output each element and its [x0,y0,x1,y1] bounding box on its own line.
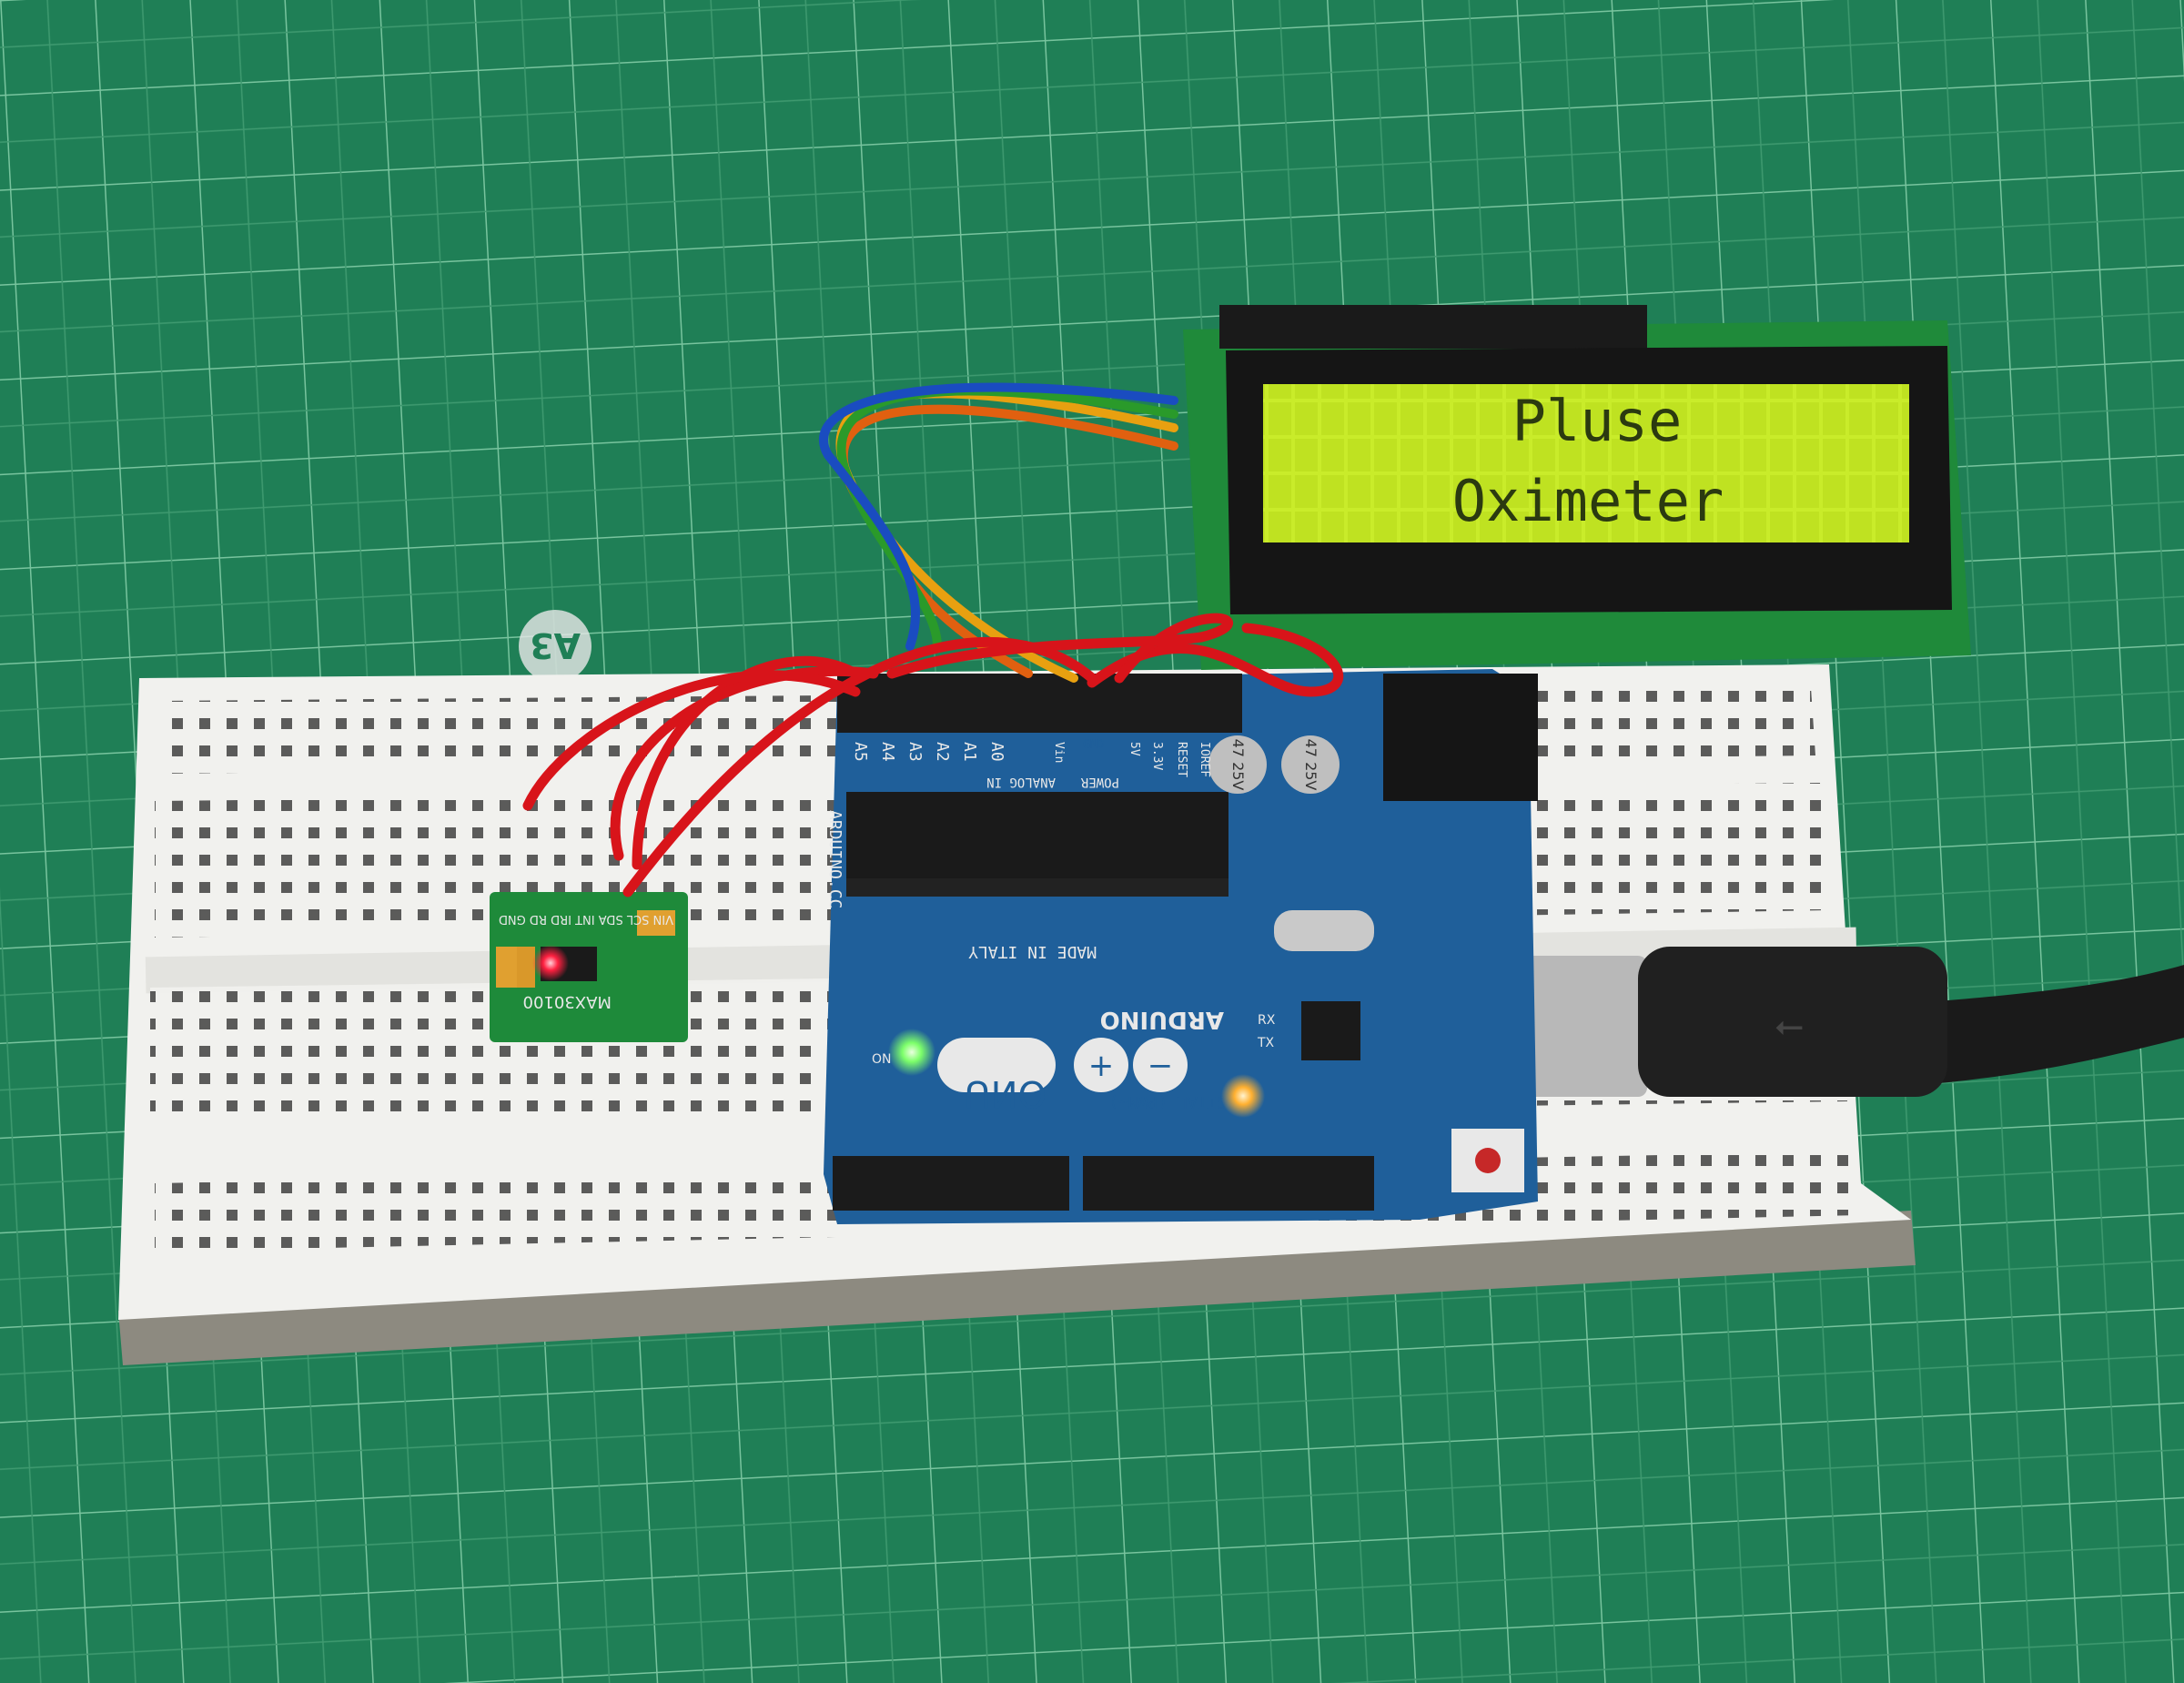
atmega-chip [846,792,1228,883]
svg-text:+: + [1088,1048,1115,1084]
mat-label: A3 [530,625,581,665]
arduino-uno-board: 47 25V 47 25V ARDUINO UNO + − MADE IN IT… [824,669,1538,1224]
sensor-red-led [532,945,569,981]
red-wire [622,636,1097,897]
dc-jack [1383,674,1538,801]
capacitor [1281,735,1340,794]
arduino-infinity-logo: + − [1074,1038,1188,1092]
lcd-line-1: Pluse [1512,388,1683,454]
capacitor-label: 47 25V [1229,739,1247,791]
capacitor-label: 47 25V [1302,739,1320,791]
pin-label-a2: A2 [933,742,952,762]
pin-label-ioref: IOREF [1198,742,1211,777]
pin-label-a4: A4 [878,742,897,762]
usb-icon: ⭠ [1774,1005,1804,1047]
lcd-line-2: Oximeter [1452,468,1724,534]
sensor-pin-labels: VIN SCL SDA INT IRD RD GND [499,912,673,926]
sensor-model-label: MAX30100 [523,992,612,1011]
arduino-model: UNO [964,1072,1046,1114]
tx-label: TX [1257,1036,1275,1050]
pin-label-a0: A0 [987,742,1006,762]
pin-label-gnd: GND [1083,738,1105,752]
pin-label-a5: A5 [851,742,870,762]
crystal-oscillator [1274,910,1374,951]
arduino-brand: ARDUINO [1100,1006,1224,1033]
power-led-on [888,1029,935,1076]
usb-plug [1638,947,1947,1097]
pin-label-vin: Vin [1052,742,1066,763]
mat-corner-mark: A3 [519,610,592,683]
capacitor [1208,735,1267,794]
jumper-wires [522,382,1344,897]
lcd-16x2-module: Pluse Oximeter [1183,305,1971,670]
power-label: POWER [1080,775,1119,789]
analog-label: ANALOG IN [986,775,1056,789]
red-wire [610,665,879,861]
max30100-sensor-module: VIN SCL SDA INT IRD RD GND MAX30100 [490,892,688,1042]
digital-label: DIGITAL (PWM~) [1108,1092,1247,1111]
pin-label-a1: A1 [960,742,979,762]
usb-interface-chip [1301,1001,1360,1060]
lcd-screen [1263,384,1909,542]
pin-label-3v3: 3.3V [1150,742,1164,770]
pin-label-reset: RESET [1175,742,1188,777]
digital-header-left [833,1156,1069,1211]
blue-wire [819,382,1178,651]
pin-label-a3: A3 [905,742,925,762]
power-header [1024,674,1242,733]
l-led-on [1221,1074,1265,1118]
red-wire [886,613,1234,684]
svg-text:−: − [1148,1048,1174,1084]
red-wire [522,670,861,811]
i2c-header [1219,305,1647,349]
digital-header-right [1083,1156,1374,1211]
uno-badge [937,1038,1056,1092]
pin-label-5v: 5V [1127,742,1141,756]
made-in-label: MADE IN ITALY [968,942,1097,961]
rx-label: RX [1258,1013,1276,1028]
on-label: ON [872,1052,892,1067]
website-label: ARDUINO.CC [825,810,844,908]
red-wire [1087,623,1344,697]
